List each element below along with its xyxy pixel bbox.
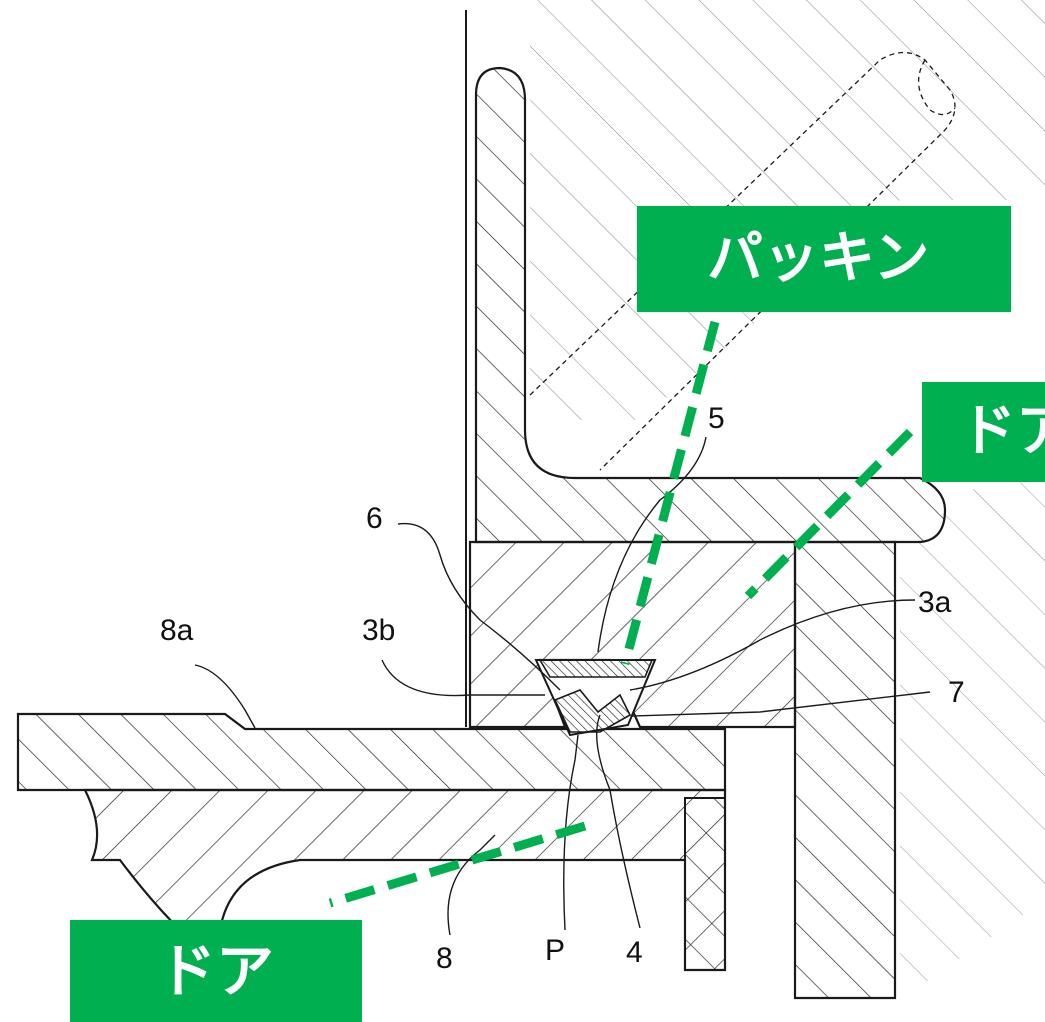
gasket-top: [538, 659, 654, 678]
callout-leaders: [328, 320, 914, 908]
callout-door-left-label: ドア: [70, 920, 362, 1022]
label-P: P: [545, 934, 565, 967]
label-7: 7: [948, 676, 965, 709]
label-4: 4: [626, 936, 643, 969]
dashed-roller: [529, 51, 956, 471]
callout-door-right-label: ドア: [922, 382, 1045, 482]
label-5: 5: [708, 402, 725, 435]
label-6: 6: [366, 502, 383, 535]
right-wall: [793, 540, 897, 1000]
frame-member: [474, 66, 947, 544]
door-inner-leg: [684, 797, 726, 971]
door-plate-8a: [16, 712, 727, 792]
callout-packing-label: パッキン: [637, 206, 1011, 312]
reference-labels: 5 6 3a 3b 8a 7 8 P 4: [160, 402, 965, 975]
label-3a: 3a: [918, 586, 952, 619]
gasket-lip: [553, 689, 632, 733]
label-8: 8: [436, 942, 453, 975]
label-3b: 3b: [362, 614, 395, 647]
label-8a: 8a: [160, 614, 194, 647]
